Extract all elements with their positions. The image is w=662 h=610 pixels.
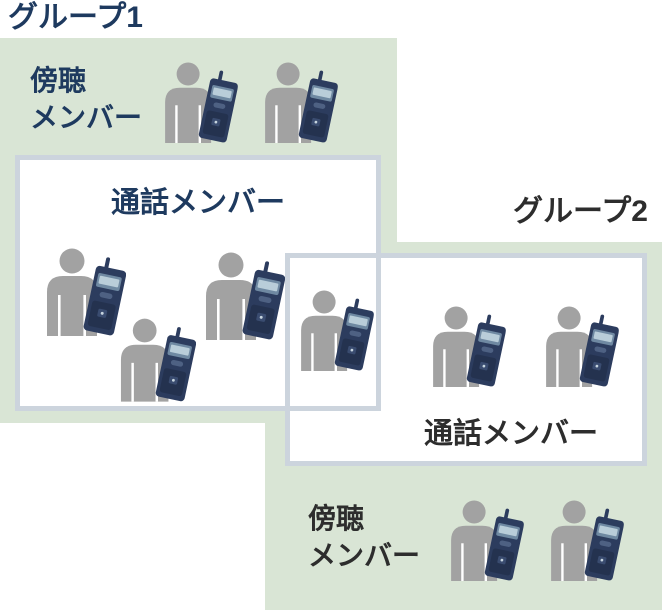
group2-listening-label-line1: 傍聴 xyxy=(308,503,365,534)
group1-listening-label: 傍聴 メンバー xyxy=(30,62,142,136)
group1-call-box xyxy=(15,155,381,411)
person-with-radio-icon xyxy=(450,500,524,581)
person-with-radio-icon xyxy=(264,62,338,143)
group2-listening-label-line2: メンバー xyxy=(308,540,421,571)
person-with-radio-icon xyxy=(46,248,126,336)
person-with-radio-icon xyxy=(545,306,619,387)
group1-listening-label-line1: 傍聴 xyxy=(30,65,87,96)
group2-listening-label: 傍聴 メンバー xyxy=(308,500,420,574)
person-with-radio-icon xyxy=(205,252,285,340)
person-with-radio-icon xyxy=(120,318,196,402)
person-with-radio-icon xyxy=(164,62,238,143)
group2-title: グループ2 xyxy=(513,195,648,228)
person-with-radio-icon xyxy=(432,306,506,387)
group1-title: グループ1 xyxy=(8,1,143,34)
person-with-radio-icon xyxy=(550,500,624,581)
group1-listening-label-line2: メンバー xyxy=(30,102,143,133)
group2-call-box xyxy=(285,253,647,466)
group1-call-label: 通話メンバー xyxy=(110,187,285,219)
group2-call-label: 通話メンバー xyxy=(424,418,599,450)
person-with-radio-icon xyxy=(300,290,374,371)
